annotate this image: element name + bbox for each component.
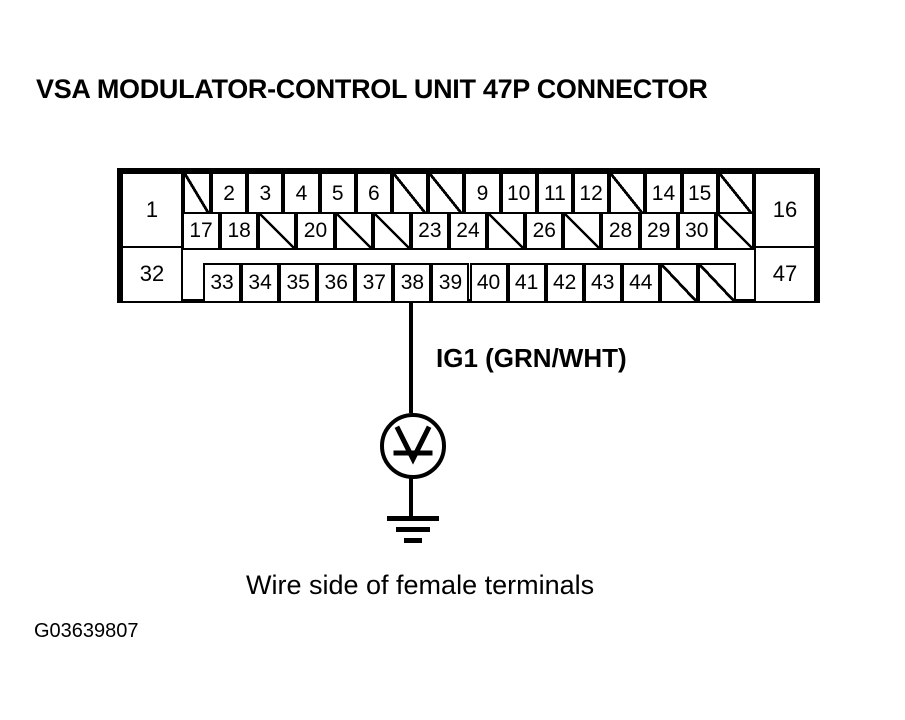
wire-segment-upper [409, 303, 413, 413]
pin-number-label: 4 [295, 181, 308, 205]
connector-pin-blank-row3-12 [659, 263, 698, 303]
pin-number-label: 47 [772, 260, 798, 286]
pin-number-label: 28 [608, 218, 633, 242]
ground-icon-bar-2 [396, 527, 430, 532]
pin-number-label: 1 [145, 197, 159, 222]
connector-pin-6: 6 [355, 172, 392, 216]
wire-label-ig1: IG1 (GRN/WHT) [436, 343, 627, 373]
connector-pin-17: 17 [182, 212, 221, 250]
page-title: VSA MODULATOR-CONTROL UNIT 47P CONNECTOR [36, 74, 708, 104]
connector-pin-blank-row2-8 [487, 212, 526, 250]
pin-number-label: 42 [552, 270, 577, 294]
connector-pin-11: 11 [536, 172, 573, 216]
wire-segment-lower [409, 477, 413, 519]
pin-number-label: 32 [139, 260, 165, 286]
connector-pin-blank-row2-5 [372, 212, 411, 250]
connector-pin-20: 20 [296, 212, 335, 250]
pin-number-label: 14 [651, 181, 676, 205]
pin-number-label: 10 [507, 181, 531, 205]
connector-pin-33: 33 [203, 263, 242, 303]
connector-pin-blank-row2-10 [563, 212, 602, 250]
pin-number-label: 30 [685, 218, 709, 242]
connector-pin-blank-row1-7 [428, 172, 465, 216]
connector-pin-blank-row2-14 [715, 212, 754, 250]
pin-number-label: 3 [259, 181, 272, 205]
pin-number-label: 5 [331, 181, 344, 205]
pin-number-label: 41 [514, 270, 539, 294]
connector-pin-26: 26 [525, 212, 564, 250]
connector-pin-29: 29 [639, 212, 678, 250]
pin-number-label: 16 [772, 197, 798, 222]
connector-pin-blank-row2-4 [334, 212, 373, 250]
connector-pin-28: 28 [601, 212, 640, 250]
connector-pin-blank-row1-6 [392, 172, 429, 216]
connector-pin-47: 47 [754, 246, 816, 303]
connector-pin-24: 24 [448, 212, 488, 250]
connector-pin-14: 14 [645, 172, 682, 216]
pin-number-label: 34 [248, 270, 272, 294]
figure-id-label: G03639807 [34, 620, 139, 642]
pin-number-label: 43 [591, 270, 615, 294]
connector-pin-blank-row2-2 [258, 212, 297, 250]
connector-pin-1: 1 [121, 172, 183, 250]
pin-number-label: 37 [362, 270, 386, 294]
connector-pin-38: 38 [393, 263, 432, 303]
connector-pin-43: 43 [583, 263, 622, 303]
connector-pin-35: 35 [279, 263, 318, 303]
connector-pin-10: 10 [500, 172, 537, 216]
pin-number-label: 2 [223, 181, 235, 205]
diagram-caption: Wire side of female terminals [246, 570, 595, 600]
connector-pin-2: 2 [211, 172, 248, 216]
connector-pin-41: 41 [507, 263, 546, 303]
pin-number-label: 40 [476, 270, 501, 294]
pin-number-label: 17 [189, 218, 213, 242]
connector-pin-37: 37 [355, 263, 394, 303]
pin-number-label: 26 [532, 218, 556, 242]
ground-icon-bar-3 [404, 538, 422, 543]
pin-number-label: 15 [688, 181, 712, 205]
pin-number-label: 36 [324, 270, 348, 294]
connector-pin-30: 30 [677, 212, 716, 250]
connector-pin-42: 42 [545, 263, 584, 303]
connector-pin-23: 23 [410, 212, 449, 250]
pin-number-label: 9 [476, 181, 489, 205]
connector-pin-blank-row1-15 [717, 172, 754, 216]
connector-pin-32: 32 [121, 246, 183, 303]
pin-number-label: 29 [646, 218, 671, 242]
pin-number-label: 20 [303, 218, 328, 242]
pin-number-label: 35 [286, 270, 310, 294]
connector-pin-44: 44 [621, 263, 660, 303]
connector-pin-9: 9 [464, 172, 501, 216]
connector-pin-3: 3 [247, 172, 284, 216]
pin-number-label: 18 [227, 218, 251, 242]
voltmeter-icon [380, 413, 446, 479]
connector-pin-5: 5 [319, 172, 356, 216]
pin-number-label: 33 [210, 270, 234, 294]
pin-number-label: 24 [456, 218, 480, 242]
pin-number-label: 44 [629, 270, 653, 294]
connector-pin-40: 40 [469, 263, 508, 303]
connector-pin-blank-row1-0 [183, 172, 211, 216]
connector-pin-39: 39 [431, 263, 470, 303]
pin-number-label: 23 [418, 218, 442, 242]
pin-number-label: 39 [438, 270, 463, 294]
ground-icon-bar-1 [387, 516, 439, 521]
connector-pin-18: 18 [220, 212, 259, 250]
connector-pin-blank-row3-13 [697, 263, 736, 303]
connector-pin-4: 4 [283, 172, 320, 216]
connector-pin-blank-row1-12 [609, 172, 646, 216]
connector-pin-36: 36 [317, 263, 356, 303]
connector-pin-34: 34 [241, 263, 280, 303]
voltmeter-glyph [393, 425, 433, 465]
connector-pin-15: 15 [681, 172, 718, 216]
pin-number-label: 38 [400, 270, 425, 294]
pin-number-label: 11 [543, 181, 566, 205]
pin-number-label: 12 [579, 181, 603, 205]
pin-number-label: 6 [368, 181, 380, 205]
connector-pin-12: 12 [573, 172, 610, 216]
connector-pin-16: 16 [754, 172, 816, 250]
